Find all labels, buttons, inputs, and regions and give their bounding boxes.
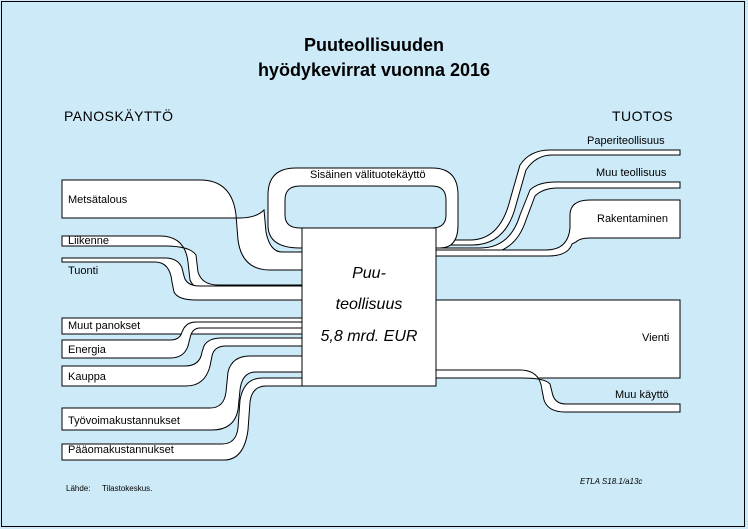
title-line-2: hyödykevirrat vuonna 2016: [257, 60, 491, 80]
center-line-3: 5,8 mrd. EUR: [320, 328, 418, 345]
label-sisainen: Sisäinen välituotekäyttö: [310, 169, 426, 181]
label-tuonti: Tuonti: [68, 265, 99, 277]
source-text: Tilastokeskus.: [102, 484, 153, 493]
label-metsatalous: Metsätalous: [68, 194, 128, 206]
header-tuotos: TUOTOS: [612, 108, 674, 124]
label-muu-teollisuus: Muu teollisuus: [596, 167, 667, 179]
center-line-1: Puu-: [352, 265, 386, 282]
flow-paperiteollisuus: [435, 149, 681, 246]
center-box: [301, 227, 437, 387]
label-vienti: Vienti: [642, 332, 670, 344]
label-muu-kaytto: Muu käyttö: [615, 389, 669, 401]
header-panoskaytto: PANOSKÄYTTÖ: [64, 108, 174, 124]
label-paperiteollisuus: Paperiteollisuus: [587, 135, 665, 147]
label-kauppa: Kauppa: [68, 371, 106, 383]
flow-rakentaminen: [435, 199, 681, 257]
label-liikenne: Liikenne: [68, 235, 109, 247]
label-rakentaminen: Rakentaminen: [597, 213, 668, 225]
flow-muu-kaytto: [435, 369, 681, 413]
title-line-1: Puuteollisuuden: [303, 35, 444, 55]
label-paaomakustannukset: Pääomakustannukset: [68, 444, 174, 456]
chart-code: ETLA S18.1/a13c: [580, 477, 643, 486]
label-energia: Energia: [68, 344, 106, 356]
flow-muu-teollisuus: [435, 181, 681, 255]
label-muut-panokset: Muut panokset: [68, 320, 141, 332]
center-line-2: teollisuus: [335, 296, 403, 313]
source-label: Lähde:: [66, 484, 91, 493]
label-tyovoimakustannukset: Työvoimakustannukset: [68, 415, 180, 427]
